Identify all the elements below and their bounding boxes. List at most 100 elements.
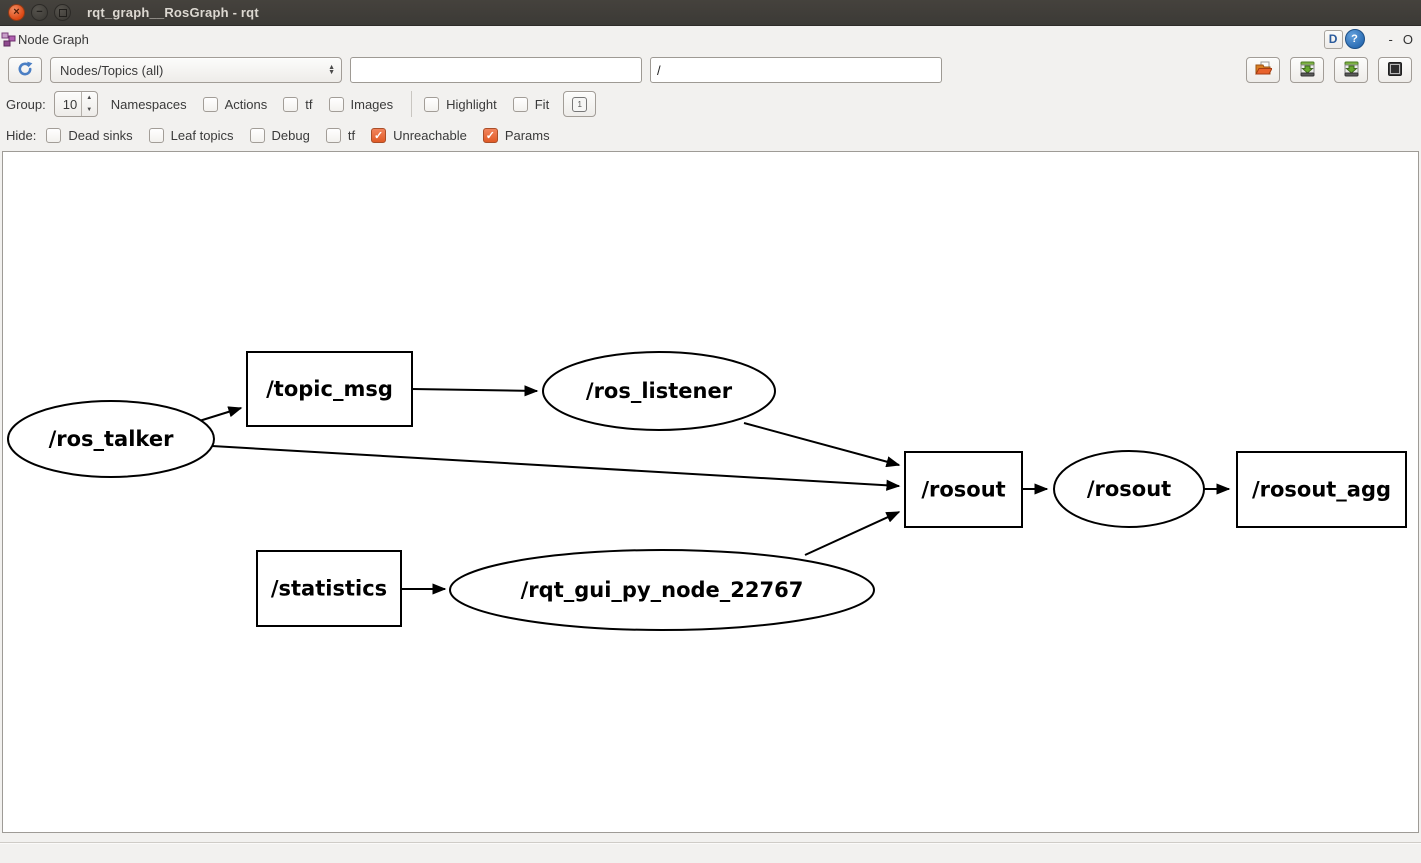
checked-checkbox-icon[interactable]: ✓: [482, 128, 498, 143]
checkbox-label: Fit: [534, 96, 550, 112]
graph-type-combo[interactable]: Nodes/Topics (all) ▲▼: [50, 57, 342, 83]
spin-up-icon[interactable]: ▲: [86, 95, 93, 101]
save-image-button[interactable]: [1334, 57, 1368, 83]
graph-node-topic_msg[interactable]: /topic_msg: [246, 351, 413, 427]
maximize-icon: [58, 8, 67, 17]
node-graph-icon: [1, 32, 16, 47]
help-icon: ?: [1351, 33, 1358, 45]
graph-node-rqt_gui_py_node_22767[interactable]: /rqt_gui_py_node_22767: [449, 549, 875, 631]
graph-toolbar: Nodes/Topics (all) ▲▼: [0, 52, 1421, 88]
checkbox-label: Params: [504, 128, 550, 143]
open-folder-icon: [1254, 61, 1273, 80]
graph-node-rosout_topic[interactable]: /rosout: [904, 451, 1023, 528]
group-label: Group:: [6, 96, 46, 112]
graph-node-label: /rosout: [921, 478, 1005, 502]
save-image-icon: [1343, 61, 1360, 80]
window-close-button[interactable]: ×: [8, 4, 25, 21]
graph-node-label: /topic_msg: [266, 377, 393, 401]
panel-close-button[interactable]: O: [1402, 31, 1413, 47]
checkbox-tf[interactable]: tf: [283, 96, 313, 112]
spinbox-arrows[interactable]: ▲ ▼: [80, 92, 97, 116]
window-title: rqt_graph__RosGraph - rqt: [87, 5, 259, 20]
unchecked-checkbox-icon[interactable]: [424, 96, 440, 112]
graph-node-label: /statistics: [271, 577, 387, 601]
unchecked-checkbox-icon[interactable]: [202, 96, 218, 112]
dock-d-button[interactable]: D: [1323, 29, 1343, 49]
save-dot-button[interactable]: [1290, 57, 1324, 83]
graph-node-ros_listener[interactable]: /ros_listener: [542, 351, 776, 431]
checkbox-label: tf: [305, 96, 313, 112]
view-checkboxes: Highlight Fit: [408, 96, 550, 112]
group-checkboxes: Actions tf Images: [187, 96, 394, 112]
graph-node-label: /ros_listener: [586, 379, 733, 403]
unchecked-checkbox-icon[interactable]: [512, 96, 528, 112]
graph-node-rosout_agg[interactable]: /rosout_agg: [1236, 451, 1407, 528]
checkbox-actions[interactable]: Actions: [202, 96, 268, 112]
checkbox-unreachable[interactable]: ✓ Unreachable: [371, 128, 467, 143]
checkbox-images[interactable]: Images: [328, 96, 394, 112]
checkbox-debug[interactable]: Debug: [249, 128, 310, 143]
graph-node-label: /ros_talker: [49, 427, 175, 451]
checkbox-label: Images: [350, 96, 394, 112]
graph-canvas[interactable]: /ros_talker/topic_msg/ros_listener/rosou…: [2, 151, 1419, 833]
checkbox-label: Dead sinks: [68, 128, 133, 143]
graph-node-statistics[interactable]: /statistics: [256, 550, 402, 627]
checked-checkbox-icon[interactable]: ✓: [371, 128, 387, 143]
unchecked-checkbox-icon[interactable]: [148, 128, 164, 143]
help-button[interactable]: ?: [1344, 29, 1365, 49]
minimize-icon: −: [36, 6, 43, 18]
group-depth-spinbox[interactable]: 10 ▲ ▼: [53, 91, 98, 117]
refresh-button[interactable]: [8, 57, 42, 83]
fit-in-view-button[interactable]: 1: [563, 91, 597, 117]
checkbox-label: Unreachable: [393, 128, 467, 143]
status-bar: [0, 833, 1421, 863]
toolbar-separator: [411, 91, 413, 117]
hide-options-row: Hide: Dead sinks Leaf topics Debug tf ✓ Unrea…: [0, 120, 1421, 151]
checkbox-highlight[interactable]: Highlight: [424, 96, 497, 112]
combo-arrows-icon: ▲▼: [328, 64, 335, 76]
checkbox-label: Debug: [271, 128, 310, 143]
checkbox-leaf-topics[interactable]: Leaf topics: [148, 128, 234, 143]
spin-down-icon[interactable]: ▼: [86, 107, 93, 113]
refresh-icon: [16, 60, 34, 81]
graph-node-rosout_node[interactable]: /rosout: [1053, 450, 1205, 528]
screenshot-button[interactable]: [1378, 57, 1412, 83]
hide-checkboxes: Dead sinks Leaf topics Debug tf ✓ Unreachable…: [30, 128, 550, 143]
window-maximize-button[interactable]: [54, 4, 71, 21]
graph-node-ros_talker[interactable]: /ros_talker: [7, 400, 215, 478]
checkbox-tf[interactable]: tf: [325, 128, 356, 143]
checkbox-label: tf: [347, 128, 356, 143]
checkbox-label: Actions: [224, 96, 268, 112]
panel-minimize-button[interactable]: -: [1388, 31, 1393, 47]
unchecked-checkbox-icon[interactable]: [46, 128, 62, 143]
load-dot-button[interactable]: [1246, 57, 1280, 83]
window-titlebar: × − rqt_graph__RosGraph - rqt: [0, 0, 1421, 26]
graph-edge-rqt_gui_py_node_22767-to-rosout_topic: [804, 511, 901, 556]
checkbox-label: Highlight: [446, 96, 497, 112]
panel-title: Node Graph: [18, 31, 89, 47]
plugin-titlebar: Node Graph D ? - O: [0, 26, 1421, 52]
unchecked-checkbox-icon[interactable]: [325, 128, 341, 143]
window-minimize-button[interactable]: −: [31, 4, 48, 21]
topic-filter-input[interactable]: [650, 57, 942, 83]
graph-node-label: /rosout_agg: [1252, 478, 1391, 502]
graph-edge-ros_talker-to-topic_msg: [195, 406, 243, 423]
unchecked-checkbox-icon[interactable]: [283, 96, 299, 112]
close-icon: ×: [13, 6, 20, 18]
unchecked-checkbox-icon[interactable]: [328, 96, 344, 112]
unchecked-checkbox-icon[interactable]: [249, 128, 265, 143]
toolbar-right-buttons: [1246, 57, 1412, 83]
checkbox-fit[interactable]: Fit: [512, 96, 550, 112]
hide-label: Hide:: [6, 128, 37, 143]
checkbox-dead-sinks[interactable]: Dead sinks: [46, 128, 133, 143]
node-filter-input[interactable]: [350, 57, 642, 83]
namespaces-label: Namespaces: [110, 96, 187, 112]
checkbox-params[interactable]: ✓ Params: [482, 128, 550, 143]
group-options-row: Group: 10 ▲ ▼ Namespaces Actions tf Images…: [0, 88, 1421, 120]
graph-edge-topic_msg-to-ros_listener: [411, 385, 539, 397]
dark-square-icon: [1387, 61, 1403, 80]
graph-node-label: /rosout: [1087, 477, 1171, 501]
graph-node-label: /rqt_gui_py_node_22767: [521, 578, 804, 602]
ros-node-graph[interactable]: /ros_talker/topic_msg/ros_listener/rosou…: [3, 152, 1416, 832]
